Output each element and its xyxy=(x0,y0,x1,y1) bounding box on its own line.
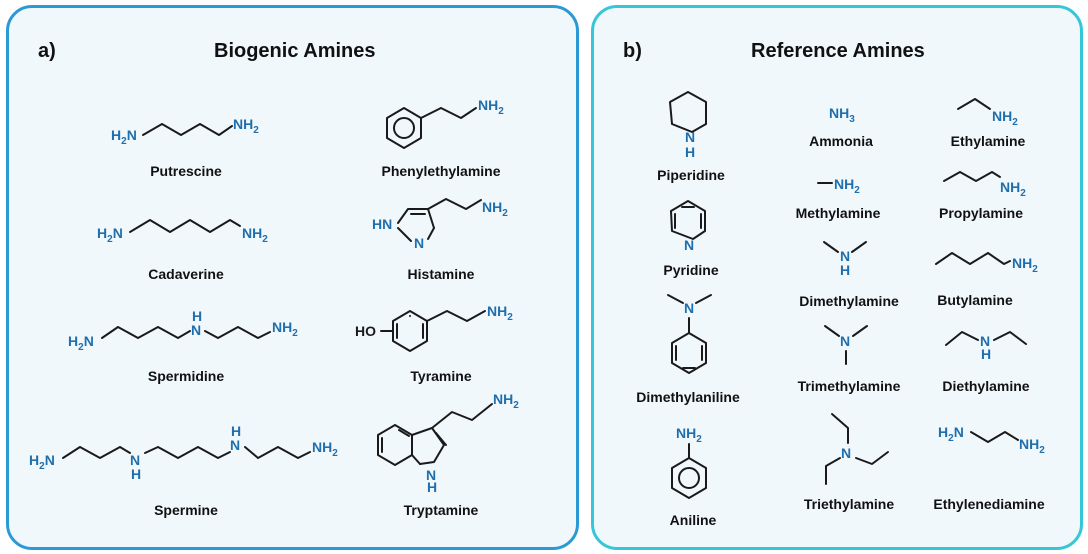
ethylamine-structure: NH2 xyxy=(957,98,1018,128)
compound-name-histamine: Histamine xyxy=(407,266,475,282)
svg-text:NH2: NH2 xyxy=(1019,436,1045,456)
svg-text:NH3: NH3 xyxy=(829,105,855,125)
svg-text:H: H xyxy=(192,308,202,324)
svg-text:H: H xyxy=(427,479,437,495)
svg-text:N: N xyxy=(130,452,140,468)
svg-text:NH2: NH2 xyxy=(272,319,298,339)
propylamine-structure: NH2 xyxy=(943,171,1026,199)
svg-text:N: N xyxy=(840,248,850,264)
tyramine-structure: HO NH2 xyxy=(355,303,513,352)
svg-text:H2N: H2N xyxy=(29,452,55,472)
svg-text:N: N xyxy=(414,235,424,251)
compound-name-cadaverine: Cadaverine xyxy=(148,266,224,282)
svg-text:N: N xyxy=(685,129,695,145)
svg-text:NH2: NH2 xyxy=(487,303,513,323)
svg-text:H: H xyxy=(981,346,991,362)
trimethylamine-structure: N xyxy=(824,325,868,365)
compound-name-tyramine: Tyramine xyxy=(410,368,472,384)
svg-text:N: N xyxy=(684,237,694,253)
cadaverine-structure: H2N NH2 xyxy=(97,219,268,245)
svg-text:NH2: NH2 xyxy=(242,225,268,245)
svg-text:NH2: NH2 xyxy=(233,116,259,136)
butylamine-structure: NH2 xyxy=(935,252,1038,275)
compound-name-pyridine: Pyridine xyxy=(663,262,719,278)
svg-text:H: H xyxy=(131,466,141,482)
svg-text:NH2: NH2 xyxy=(992,108,1018,128)
compound-name-aniline: Aniline xyxy=(669,512,717,528)
compound-name-tryptamine: Tryptamine xyxy=(403,502,479,518)
svg-text:N: N xyxy=(840,333,850,349)
svg-text:NH2: NH2 xyxy=(478,97,504,117)
svg-text:H: H xyxy=(231,423,241,439)
svg-text:H: H xyxy=(840,262,850,278)
dimethylaniline-structure: N xyxy=(667,294,712,374)
histamine-structure: HN N NH2 xyxy=(372,198,508,251)
compound-name-methylamine: Methylamine xyxy=(795,205,881,221)
panel-b-label: b) xyxy=(623,40,642,62)
panel-b-title: Reference Amines xyxy=(751,40,925,62)
compound-name-ethylamine: Ethylamine xyxy=(950,133,1026,149)
methylamine-structure: NH2 xyxy=(817,176,860,196)
svg-text:NH2: NH2 xyxy=(482,199,508,219)
piperidine-structure: N H xyxy=(669,91,707,160)
putrescine-structure: H2N NH2 xyxy=(111,116,259,147)
svg-text:H: H xyxy=(685,144,695,160)
panel-a-label: a) xyxy=(38,40,56,62)
ammonia-structure: NH3 xyxy=(829,105,855,125)
svg-text:N: N xyxy=(191,322,201,338)
svg-text:N: N xyxy=(684,300,694,316)
compound-name-phenylethylamine: Phenylethylamine xyxy=(381,163,501,179)
compound-name-trimethylamine: Trimethylamine xyxy=(797,378,901,394)
dimethylamine-structure: N H xyxy=(823,241,867,278)
svg-text:N: N xyxy=(841,445,851,461)
compound-name-putrescine: Putrescine xyxy=(150,163,222,179)
svg-text:HO: HO xyxy=(355,323,376,339)
svg-text:NH2: NH2 xyxy=(312,439,338,459)
compound-name-diethylamine: Diethylamine xyxy=(942,378,1030,394)
triethylamine-structure: N xyxy=(825,413,889,485)
svg-text:N: N xyxy=(230,437,240,453)
compound-name-spermine: Spermine xyxy=(154,502,218,518)
diethylamine-structure: N H xyxy=(945,331,1027,362)
compound-name-ethylenediamine: Ethylenediamine xyxy=(933,496,1045,512)
compound-name-spermidine: Spermidine xyxy=(147,368,225,384)
svg-text:N: N xyxy=(426,467,436,483)
phenylethylamine-structure: NH2 xyxy=(386,97,504,149)
svg-text:NH2: NH2 xyxy=(1012,255,1038,275)
biogenic-amines-panel xyxy=(6,5,579,550)
compound-name-dimethylaniline: Dimethylaniline xyxy=(636,389,740,405)
svg-text:NH2: NH2 xyxy=(834,176,860,196)
svg-text:N: N xyxy=(980,333,990,349)
svg-text:NH2: NH2 xyxy=(676,425,702,445)
pyridine-structure: N xyxy=(670,200,706,253)
compound-name-ammonia: Ammonia xyxy=(809,133,873,149)
svg-text:H2N: H2N xyxy=(938,424,964,444)
panel-a-title: Biogenic Amines xyxy=(214,40,376,62)
svg-text:H2N: H2N xyxy=(68,333,94,353)
aniline-structure: NH2 xyxy=(671,425,707,499)
ethylenediamine-structure: H2N NH2 xyxy=(938,424,1045,456)
compound-name-propylamine: Propylamine xyxy=(938,205,1024,221)
spermidine-structure: H2N N H NH2 xyxy=(68,308,298,353)
svg-text:H2N: H2N xyxy=(97,225,123,245)
compound-name-triethylamine: Triethylamine xyxy=(803,496,895,512)
svg-text:NH2: NH2 xyxy=(493,391,519,411)
compound-name-dimethylamine: Dimethylamine xyxy=(799,293,899,309)
svg-text:HN: HN xyxy=(372,216,392,232)
spermine-structure: H2N N H N H NH2 xyxy=(29,423,338,482)
tryptamine-structure: N H NH2 xyxy=(377,391,519,495)
svg-text:H2N: H2N xyxy=(111,127,137,147)
svg-text:NH2: NH2 xyxy=(1000,179,1026,199)
compound-name-piperidine: Piperidine xyxy=(657,167,725,183)
compound-name-butylamine: Butylamine xyxy=(937,292,1013,308)
